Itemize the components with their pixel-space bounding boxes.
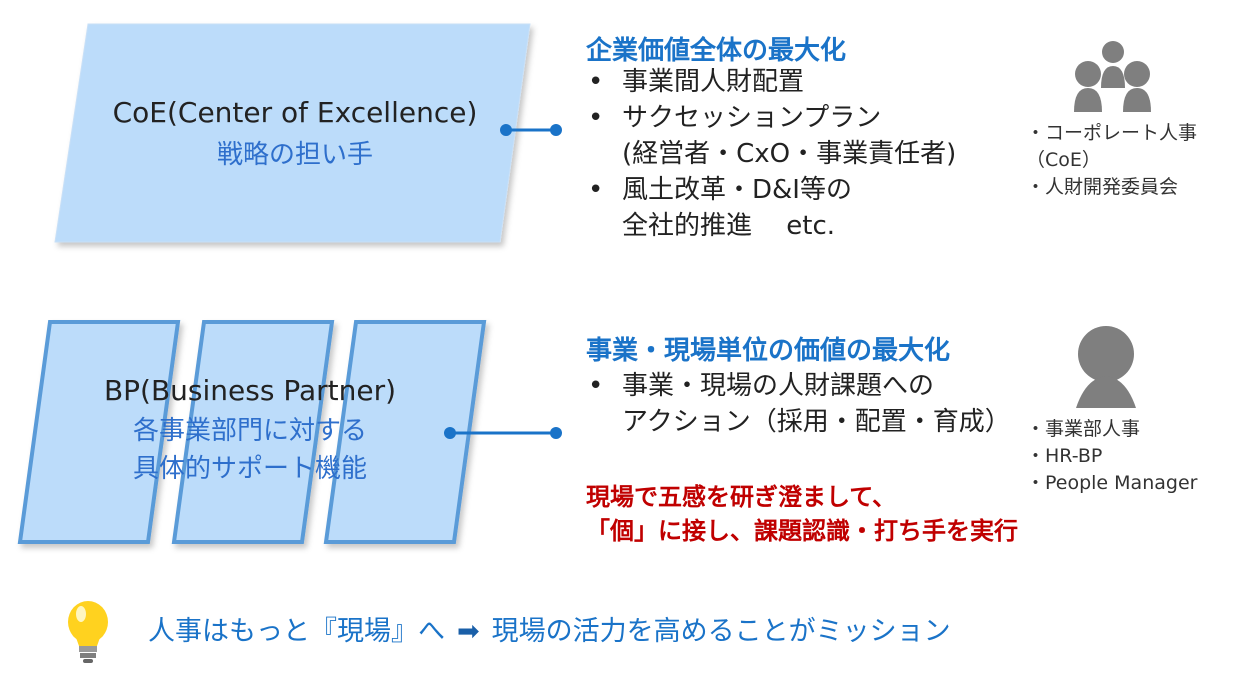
right-arrow-icon: ➡	[457, 616, 480, 647]
bp-people-item: ・HR-BP	[1026, 445, 1103, 467]
people-group-icon	[1074, 41, 1151, 112]
bp-note: 現場で五感を研ぎ澄まして、 「個」に接し、課題認識・打ち手を実行	[586, 483, 1018, 545]
bp-bullet-1: 事業・現場の人財課題への アクション（採用・配置・育成）	[586, 368, 1011, 440]
person-icon	[1076, 326, 1136, 408]
coe-bullet-list: 事業間人財配置 サクセッションプラン (経営者・CxO・事業責任者) 風土改革・…	[586, 64, 956, 244]
coe-people-item: （CoE）	[1026, 149, 1101, 171]
bp-heading: 事業・現場単位の価値の最大化	[586, 336, 951, 366]
lightbulb-icon	[68, 601, 108, 663]
bp-parallelogram-3	[323, 320, 487, 544]
coe-subtitle: 戦略の担い手	[216, 140, 373, 170]
coe-people-item: ・コーポレート人事	[1026, 122, 1198, 144]
bp-subtitle: 各事業部門に対する 具体的サポート機能	[132, 416, 367, 484]
coe-title: CoE(Center of Excellence)	[112, 96, 478, 129]
bottom-message-left: 人事はもっと『現場』へ	[148, 616, 445, 647]
coe-connector	[500, 124, 562, 136]
bottom-message: 人事はもっと『現場』へ ➡ 現場の活力を高めることがミッション	[148, 609, 951, 648]
coe-bullet-1: 事業間人財配置	[586, 64, 956, 100]
bp-people-list: ・事業部人事 ・HR-BP ・People Manager	[1026, 416, 1197, 497]
bottom-message-right: 現場の活力を高めることがミッション	[491, 616, 951, 647]
bp-parallelogram-1	[17, 320, 181, 544]
bp-parallelogram-2	[171, 320, 335, 544]
bp-people-item: ・People Manager	[1026, 472, 1198, 494]
bp-bullet-list: 事業・現場の人財課題への アクション（採用・配置・育成）	[586, 368, 1011, 440]
bp-connector	[444, 427, 562, 439]
coe-heading: 企業価値全体の最大化	[586, 36, 847, 66]
coe-bullet-2: サクセッションプラン (経営者・CxO・事業責任者)	[586, 100, 956, 172]
coe-parallelogram	[54, 23, 531, 243]
coe-people-item: ・人財開発委員会	[1026, 176, 1179, 198]
coe-bullet-3: 風土改革・D&I等の 全社的推進 etc.	[586, 172, 956, 244]
bp-people-item: ・事業部人事	[1026, 418, 1141, 440]
coe-people-list: ・コーポレート人事 （CoE） ・人財開発委員会	[1026, 120, 1197, 201]
bp-title: BP(Business Partner)	[103, 374, 397, 407]
